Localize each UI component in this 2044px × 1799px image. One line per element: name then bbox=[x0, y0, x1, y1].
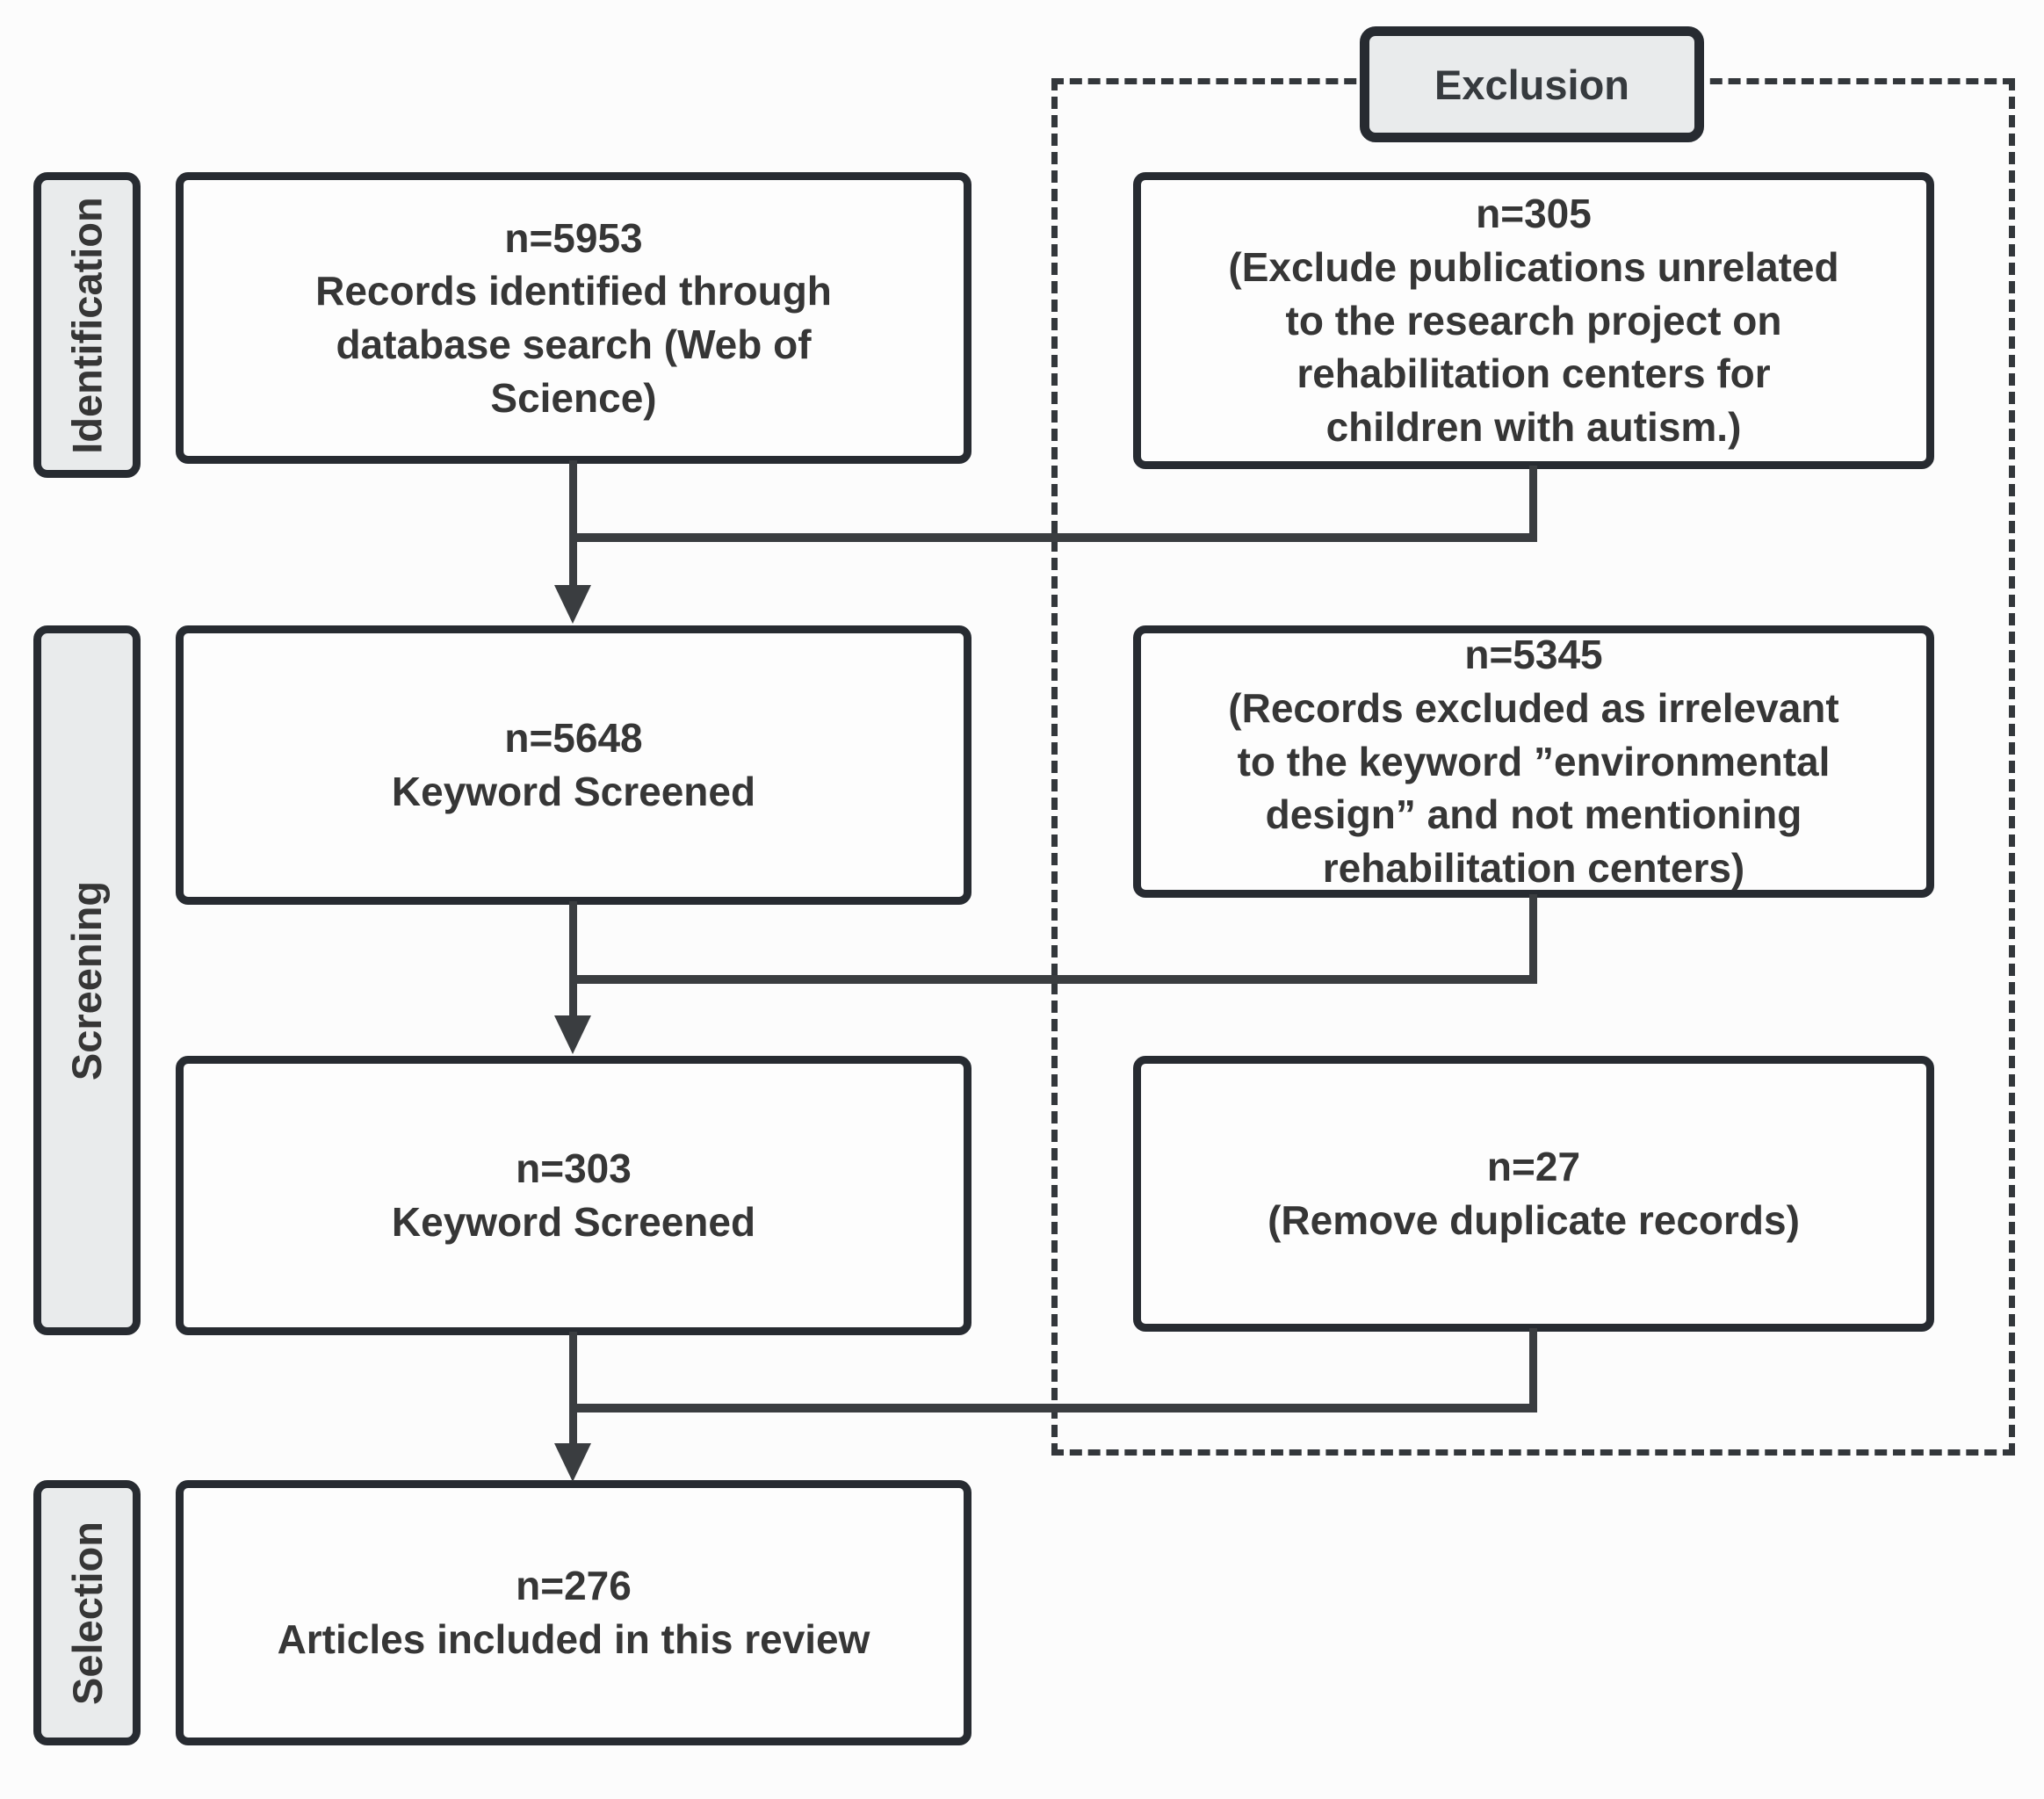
exclusion-box-unrelated-publications: n=305 (Exclude publications unrelated to… bbox=[1133, 172, 1934, 469]
exclusion-branch-line-3 bbox=[573, 1404, 1534, 1412]
exclusion-box-keyword-irrelevant: n=5345 (Records excluded as irrelevant t… bbox=[1133, 625, 1934, 898]
main-box-articles-included: n=276 Articles included in this review bbox=[176, 1480, 971, 1745]
exclusion-stub-line-1 bbox=[1529, 466, 1537, 542]
down-arrow-icon bbox=[554, 1015, 591, 1054]
flow-line-vertical-3 bbox=[569, 1332, 577, 1451]
main-box-records-identified: n=5953 Records identified through databa… bbox=[176, 172, 971, 464]
stage-label-text: Identification bbox=[63, 196, 111, 454]
main-box-keyword-screened-1: n=5648 Keyword Screened bbox=[176, 625, 971, 905]
main-box-text: n=276 Articles included in this review bbox=[277, 1563, 870, 1662]
main-box-keyword-screened-2: n=303 Keyword Screened bbox=[176, 1056, 971, 1335]
exclusion-stub-line-2 bbox=[1529, 894, 1537, 984]
stage-label-identification: Identification bbox=[33, 172, 141, 478]
exclusion-header-label: Exclusion bbox=[1434, 61, 1629, 108]
main-box-text: n=5648 Keyword Screened bbox=[391, 715, 756, 814]
stage-label-text: Selection bbox=[63, 1521, 111, 1705]
down-arrow-icon bbox=[554, 1443, 591, 1482]
main-box-text: n=5953 Records identified through databa… bbox=[315, 214, 832, 421]
exclusion-box-text: n=27 (Remove duplicate records) bbox=[1268, 1144, 1800, 1243]
exclusion-box-duplicate-records: n=27 (Remove duplicate records) bbox=[1133, 1056, 1934, 1332]
flow-line-vertical-2 bbox=[569, 901, 577, 1024]
main-box-text: n=303 Keyword Screened bbox=[391, 1145, 756, 1245]
down-arrow-icon bbox=[554, 585, 591, 624]
stage-label-selection: Selection bbox=[33, 1480, 141, 1745]
exclusion-stub-line-3 bbox=[1529, 1328, 1537, 1412]
exclusion-header: Exclusion bbox=[1360, 26, 1704, 142]
exclusion-box-text: n=5345 (Records excluded as irrelevant t… bbox=[1228, 632, 1839, 892]
stage-label-text: Screening bbox=[63, 880, 111, 1080]
exclusion-branch-line-1 bbox=[573, 533, 1534, 542]
flow-line-vertical-1 bbox=[569, 460, 577, 592]
stage-label-screening: Screening bbox=[33, 625, 141, 1335]
exclusion-branch-line-2 bbox=[573, 975, 1534, 984]
exclusion-box-text: n=305 (Exclude publications unrelated to… bbox=[1228, 191, 1839, 451]
